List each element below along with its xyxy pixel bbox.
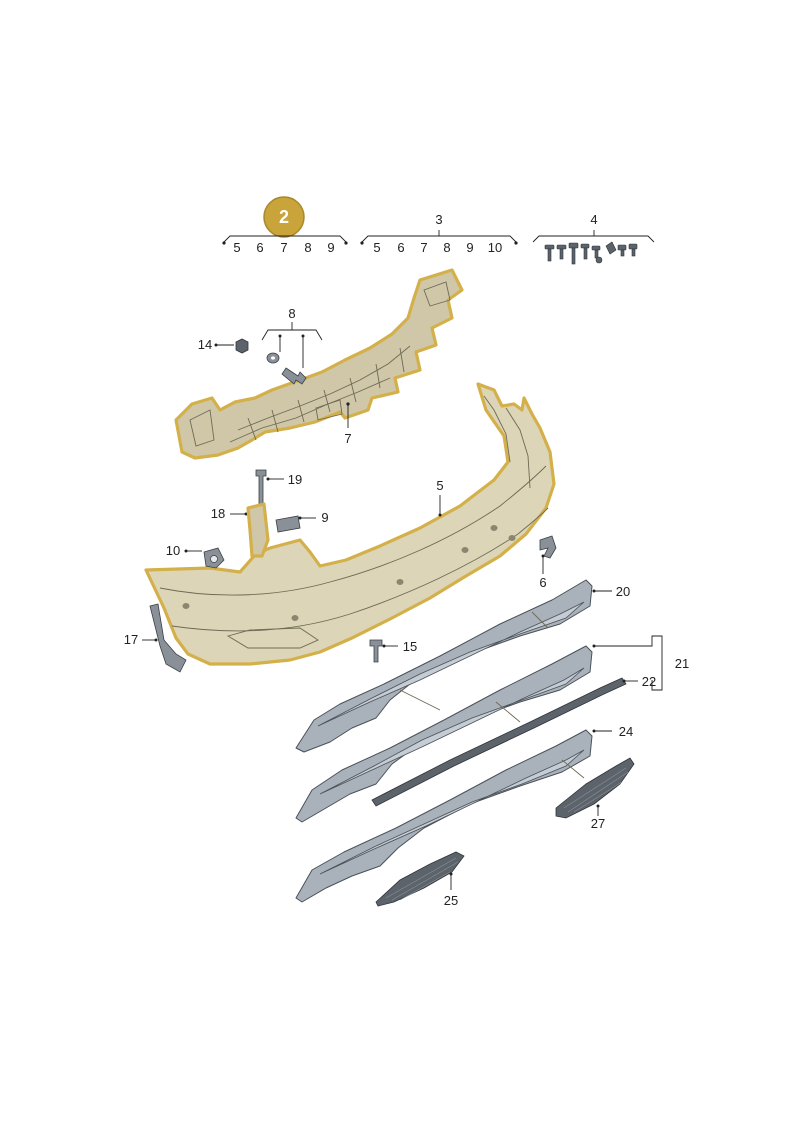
- callout-27: 27: [591, 816, 605, 831]
- group-3-item: 10: [488, 240, 502, 255]
- group-3-label: 3: [435, 212, 442, 227]
- callout-5: 5: [436, 478, 443, 493]
- header-group-3: 3 5 6 7 8 9 10: [360, 212, 518, 255]
- grille-25[interactable]: [375, 851, 465, 907]
- trim-strip-22[interactable]: [371, 677, 627, 807]
- diffuser-trim-20[interactable]: [295, 579, 593, 753]
- callout-15: 15: [403, 639, 417, 654]
- nut-icon: [235, 338, 249, 354]
- diffuser-trim-21[interactable]: [295, 645, 593, 823]
- group-2-item: 5: [233, 240, 240, 255]
- group-21-label: 21: [675, 656, 689, 671]
- bumper-bolt-icon: [369, 639, 383, 663]
- callout-19: 19: [288, 472, 302, 487]
- callout-24: 24: [619, 724, 633, 739]
- group-3-item: 9: [466, 240, 473, 255]
- guide-bracket-icon: [246, 502, 270, 558]
- group-8: 8: [261, 306, 323, 385]
- badge-circle[interactable]: [263, 196, 305, 238]
- header-group-4: 4: [532, 212, 655, 265]
- badge-label: 2: [279, 207, 289, 227]
- group-21: 21: [592, 635, 689, 691]
- bumper-cover[interactable]: [144, 382, 556, 666]
- group-2-item: 7: [280, 240, 287, 255]
- callout-6: 6: [539, 575, 546, 590]
- callout-7: 7: [344, 431, 351, 446]
- bolt-icon: [281, 367, 307, 385]
- callout-18: 18: [211, 506, 225, 521]
- group-3-item: 8: [443, 240, 450, 255]
- clip-icon: [275, 515, 301, 533]
- side-bracket-icon: [539, 535, 557, 559]
- group-3-item: 7: [420, 240, 427, 255]
- callout-17: 17: [124, 632, 138, 647]
- group-2-item: 6: [256, 240, 263, 255]
- callout-25: 25: [444, 893, 458, 908]
- header-group-2: 2 5 6 7 8 9: [222, 196, 348, 255]
- callout-14: 14: [198, 337, 212, 352]
- group-4-label: 4: [590, 212, 597, 227]
- group-2-item: 8: [304, 240, 311, 255]
- group-8-label: 8: [288, 306, 295, 321]
- group-3-item: 6: [397, 240, 404, 255]
- group-3-item: 5: [373, 240, 380, 255]
- diffuser-trim-24[interactable]: [295, 729, 593, 903]
- callout-10: 10: [166, 543, 180, 558]
- screw-icon: [255, 469, 267, 507]
- callout-9: 9: [321, 510, 328, 525]
- callout-22: 22: [642, 674, 656, 689]
- callout-20: 20: [616, 584, 630, 599]
- screw-set-icon: [544, 241, 638, 265]
- bumper-carrier[interactable]: [174, 268, 464, 460]
- side-guide-icon: [149, 603, 187, 673]
- group-2-item: 9: [327, 240, 334, 255]
